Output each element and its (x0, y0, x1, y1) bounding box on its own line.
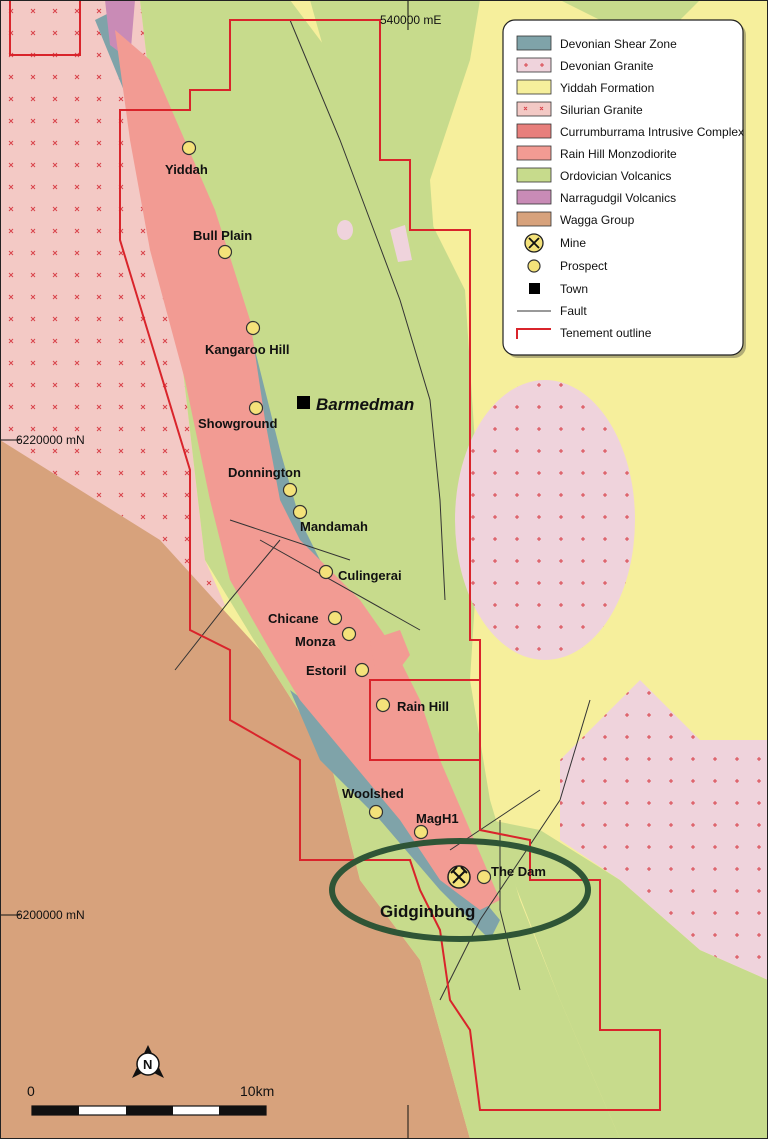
legend-swatch-currumburrama (516, 123, 552, 139)
prospect-icon[interactable] (341, 626, 357, 642)
legend-label: Rain Hill Monzodiorite (560, 147, 677, 161)
faults (174, 19, 591, 1001)
ordovician-volcanics-east-south (490, 820, 768, 1139)
northing-label-top: 6220000 mN (16, 433, 85, 447)
legend-swatch-yiddah-formation (516, 79, 552, 95)
devonian-granite-small (390, 225, 412, 262)
tenement-outline-north (9, 0, 81, 56)
prospect-icon[interactable] (413, 824, 429, 840)
easting-label: 540000 mE (380, 13, 441, 27)
scale-end-label: 10km (240, 1083, 274, 1099)
prospect-label: Mandamah (300, 519, 368, 534)
prospect-icon[interactable] (248, 400, 264, 416)
scale-start-label: 0 (27, 1083, 35, 1099)
legend-swatch-wagga-group (516, 211, 552, 227)
prospect-icon[interactable] (181, 140, 197, 156)
prospect-label: MagH1 (416, 811, 459, 826)
legend-label: Yiddah Formation (560, 81, 654, 95)
prospect-icon[interactable] (245, 320, 261, 336)
prospect-icon[interactable] (476, 869, 492, 885)
prospect-label: Monza (295, 634, 336, 649)
legend-label: Town (560, 282, 588, 296)
prospect-icon[interactable] (282, 482, 298, 498)
legend-swatch-devonian-shear-zone (516, 35, 552, 51)
wagga-group (0, 440, 470, 1139)
legend-label: Prospect (560, 259, 608, 273)
prospect-icon[interactable] (217, 244, 233, 260)
legend-label: Mine (560, 236, 586, 250)
mine-label: Gidginbung (380, 902, 475, 921)
prospect-label: Culingerai (338, 568, 402, 583)
town-label: Barmedman (316, 395, 414, 414)
prospect-label: Rain Hill (397, 699, 449, 714)
ordovician-volcanics-northeast (310, 0, 480, 380)
tenement-outline (119, 19, 661, 1111)
prospect-icon[interactable] (368, 804, 384, 820)
northing-label-bottom: 6200000 mN (16, 908, 85, 922)
legend-label: Silurian Granite (560, 103, 643, 117)
legend-label: Fault (560, 304, 587, 318)
prospect-icon[interactable] (318, 564, 334, 580)
legend-label: Tenement outline (560, 326, 652, 340)
north-letter: N (143, 1057, 152, 1072)
rain-hill-monzodiorite (115, 30, 500, 910)
scale-bar: 0 10km (27, 1083, 274, 1116)
prospect-label: Bull Plain (193, 228, 252, 243)
town-icon (529, 283, 540, 294)
prospect-markers (181, 140, 492, 885)
legend-swatch-ordovician-volcanics (516, 167, 552, 183)
legend-swatch-narragudgil-volcanics (516, 189, 552, 205)
prospect-label: Donnington (228, 465, 301, 480)
prospect-label: Chicane (268, 611, 319, 626)
devonian-granite-pod (337, 220, 353, 240)
prospect-label: Yiddah (165, 162, 208, 177)
town-icon[interactable] (297, 396, 310, 409)
legend-swatch-rain-hill-monzodiorite (516, 145, 552, 161)
prospect-icon[interactable] (327, 610, 343, 626)
monzodiorite-pod (370, 630, 410, 675)
prospect-label: Estoril (306, 663, 346, 678)
legend-swatch-silurian-granite (516, 101, 552, 117)
prospect-icon[interactable] (292, 504, 308, 520)
tenement-outline-inner (369, 679, 481, 761)
gidginbung-highlight-ellipse (329, 838, 591, 942)
prospect-label: Woolshed (342, 786, 404, 801)
prospect-label: The Dam (491, 864, 546, 879)
legend-swatch-devonian-granite (516, 57, 552, 73)
legend-label: Currumburrama Intrusive Complex (560, 125, 744, 139)
prospect-label: Kangaroo Hill (205, 342, 290, 357)
legend-label: Ordovician Volcanics (560, 169, 671, 183)
north-arrow-icon: N (132, 1045, 164, 1078)
prospect-icon (527, 259, 541, 273)
legend-label: Wagga Group (560, 213, 635, 227)
prospect-label: Showground (198, 416, 277, 431)
tenement-line-icon (516, 328, 551, 339)
mine-icon[interactable] (447, 865, 471, 889)
prospect-icon[interactable] (354, 662, 370, 678)
mine-icon (524, 233, 544, 253)
legend-label: Devonian Granite (560, 59, 654, 73)
legend: Devonian Shear Zone Devonian Granite Yid… (502, 19, 746, 358)
prospect-icon[interactable] (375, 697, 391, 713)
legend-label: Narragudgil Volcanics (560, 191, 676, 205)
legend-label: Devonian Shear Zone (560, 37, 677, 51)
